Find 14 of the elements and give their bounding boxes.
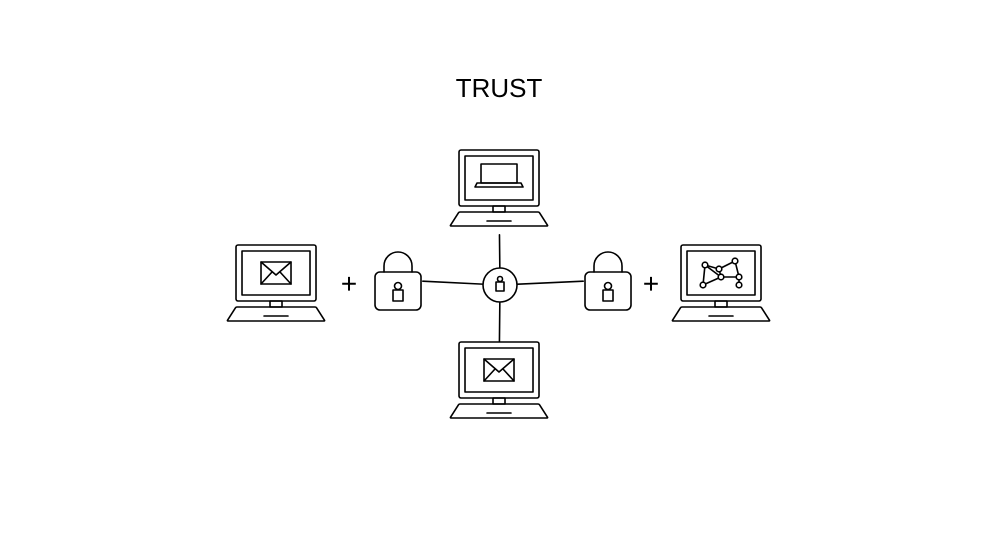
laptop-drawing	[450, 341, 548, 419]
title: TRUST	[456, 78, 542, 98]
padlock-icon	[374, 251, 422, 311]
plus-sign: +	[342, 276, 356, 291]
connector-line	[498, 302, 501, 342]
connector-line	[422, 280, 484, 285]
laptop-drawing	[450, 149, 548, 227]
laptop-drawing	[226, 244, 326, 322]
laptop-drawing	[672, 244, 770, 322]
connector-line	[517, 280, 584, 285]
plus-sign: +	[644, 276, 658, 291]
connector-line	[498, 234, 501, 268]
lock-circle	[482, 267, 518, 303]
padlock-icon	[584, 251, 632, 311]
